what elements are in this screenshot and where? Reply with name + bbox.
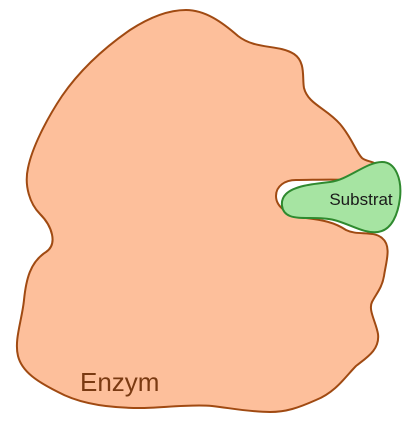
substrate-label: Substrat — [329, 190, 393, 209]
enzyme-label: Enzym — [80, 367, 159, 397]
